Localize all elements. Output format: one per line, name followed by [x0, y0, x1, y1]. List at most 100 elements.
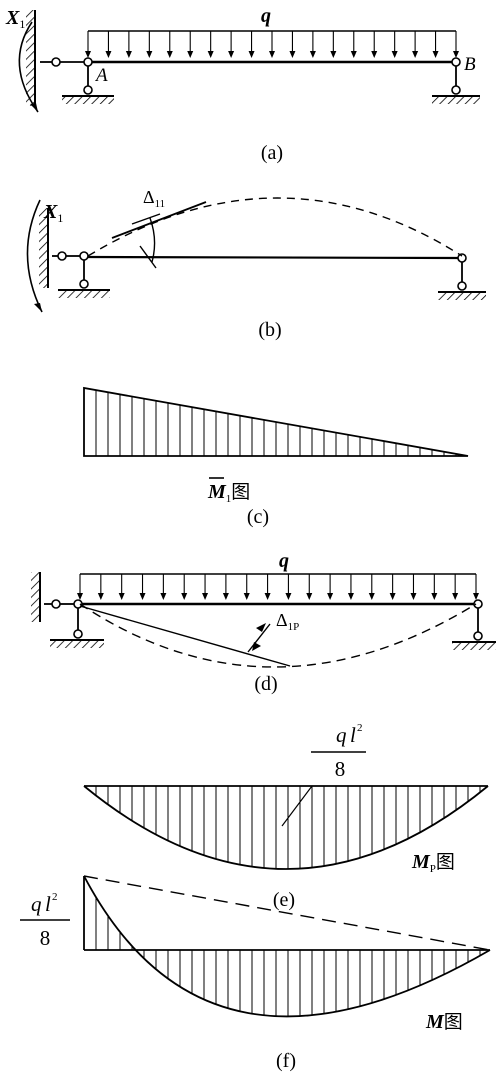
rotation-label-b: Δ11 [143, 187, 165, 210]
svg-text:8: 8 [335, 757, 346, 781]
load-arrow-head [166, 51, 173, 58]
moment-diagram-hatching-c [95, 390, 457, 456]
load-arrow-head [289, 51, 296, 58]
load-arrow-head [371, 51, 378, 58]
horizontal-link-b [52, 251, 80, 261]
moment-diagram-c [83, 386, 469, 457]
load-arrow-head [432, 51, 439, 58]
caption-a: (a) [261, 142, 283, 164]
beam-b [87, 255, 459, 260]
load-arrow-head [410, 593, 417, 600]
moment-label-a: X1 [5, 7, 25, 31]
panel-d: q Δ1P (d) [31, 550, 496, 695]
panel-c: M1图 (c) [83, 386, 469, 528]
diagram-label-c: M1图 [207, 481, 250, 505]
caption-c: (c) [247, 506, 269, 528]
moment-arrow-b [26, 199, 43, 313]
svg-text:l: l [45, 892, 51, 916]
load-arrow-head [228, 51, 235, 58]
moment-diagram-hatching-f [95, 897, 481, 1017]
moment-diagram-hatching-e [95, 786, 481, 869]
support-b-right [438, 253, 486, 300]
caption-b: (b) [258, 319, 281, 341]
load-arrow-head [350, 51, 357, 58]
diagram-label-e: MP图 [411, 851, 455, 875]
horizontal-link-d [44, 599, 74, 609]
load-arrow-head [181, 593, 188, 600]
load-arrow-head [160, 593, 167, 600]
diagram-label-f: M图 [425, 1011, 463, 1033]
fixed-wall-d [31, 572, 41, 622]
caption-d: (d) [254, 673, 277, 695]
panel-a: X1 q A B (a) [5, 5, 480, 164]
panel-f: q l 2 8 M图 (f) [20, 875, 491, 1072]
load-arrow-head [146, 51, 153, 58]
load-arrow-head [453, 51, 459, 58]
load-label-a: q [261, 5, 271, 27]
moment-diagram-e [83, 785, 489, 870]
load-arrow-head [187, 51, 194, 58]
load-arrow-head [125, 51, 132, 58]
support-b-label: B [464, 54, 476, 75]
load-arrow-head [431, 593, 438, 600]
load-label-d: q [279, 550, 289, 572]
caption-f: (f) [276, 1050, 296, 1072]
closing-line-f [83, 875, 491, 951]
tangent-line-d [79, 605, 291, 667]
rotation-marker-d [247, 623, 271, 653]
load-arrow-head [118, 593, 125, 600]
load-arrow-head [139, 593, 146, 600]
load-arrow-head [347, 593, 354, 600]
moment-label-b: X1 [43, 201, 63, 225]
svg-text:2: 2 [52, 891, 58, 903]
support-d-left [50, 599, 104, 648]
load-arrow-head [368, 593, 375, 600]
load-arrow-head [473, 593, 479, 600]
load-arrow-head [85, 51, 91, 58]
rotation-marker-b [111, 201, 207, 269]
load-arrow-head [105, 51, 112, 58]
load-arrow-head [97, 593, 104, 600]
load-arrow-head [391, 51, 398, 58]
load-arrow-head [243, 593, 250, 600]
load-arrow-head [330, 51, 337, 58]
load-arrow-head [452, 593, 459, 600]
panel-b: X1 Δ11 (b) [26, 187, 486, 341]
svg-text:l: l [350, 723, 356, 747]
load-arrow-head [264, 593, 271, 600]
leader-line-e [281, 785, 313, 827]
svg-text:q: q [31, 892, 42, 916]
load-arrow-head [269, 51, 275, 58]
support-a-label: A [94, 65, 108, 86]
distributed-load-d [77, 573, 479, 600]
load-arrow-head [389, 593, 396, 600]
svg-text:8: 8 [40, 926, 51, 950]
value-label-f: q l 2 8 [20, 891, 70, 950]
value-label-e: q l 2 8 [311, 722, 366, 781]
distributed-load-a [85, 30, 459, 58]
load-arrow-head [309, 51, 316, 58]
load-arrow-head [412, 51, 419, 58]
load-arrow-head [327, 593, 334, 600]
load-arrow-head [202, 593, 209, 600]
support-d-right [452, 599, 496, 650]
fixed-wall-b [39, 208, 49, 288]
fixed-wall-a [26, 10, 36, 106]
svg-text:2: 2 [357, 722, 363, 734]
caption-e: (e) [273, 889, 295, 911]
load-arrow-head [207, 51, 214, 58]
load-arrow-head [248, 51, 255, 58]
load-arrow-head [222, 593, 229, 600]
panel-e: q l 2 8 MP图 (e) [83, 722, 489, 911]
deflected-shape-b [87, 197, 463, 257]
moment-diagram-f [83, 875, 491, 1018]
moment-arrow-a [18, 21, 39, 113]
horizontal-link-a [40, 57, 84, 67]
load-arrow-head [285, 593, 292, 600]
load-arrow-head [306, 593, 313, 600]
rotation-label-d: Δ1P [276, 610, 299, 633]
support-b-left [58, 251, 110, 298]
svg-text:q: q [336, 723, 347, 747]
